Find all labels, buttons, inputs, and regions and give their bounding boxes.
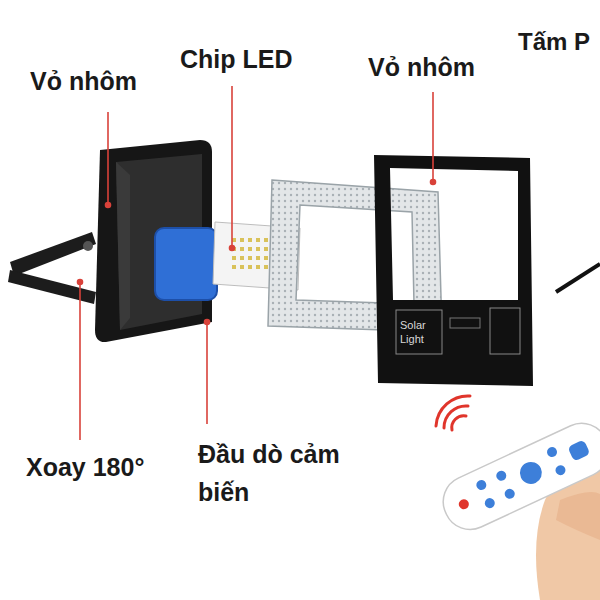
product-print: Solar Light (400, 318, 440, 347)
bracket (8, 232, 96, 304)
remote-control (435, 415, 600, 600)
part-label: Đầu dò cảm biến (198, 436, 378, 511)
front-frame (374, 155, 533, 386)
panel-cable (556, 264, 600, 292)
part-label: Tấm P (518, 28, 590, 57)
battery-box (155, 228, 217, 300)
part-label: Xoay 180° (26, 452, 144, 482)
leader-lines (78, 86, 436, 440)
part-label: Vỏ nhôm (368, 52, 475, 82)
part-label: Vỏ nhôm (30, 66, 137, 96)
part-label: Chip LED (180, 44, 293, 74)
signal-waves (436, 396, 470, 430)
